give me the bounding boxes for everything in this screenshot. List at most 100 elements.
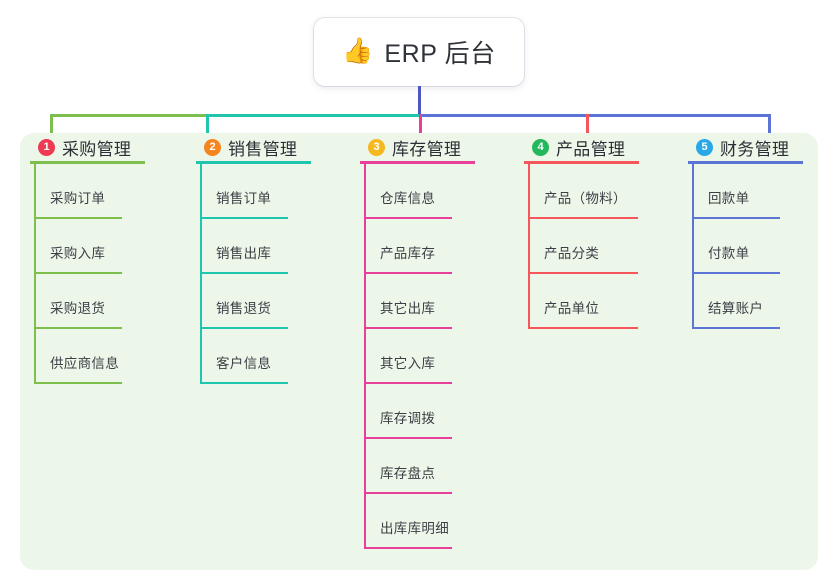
module-item-label: 回款单 — [708, 191, 750, 206]
module-item-label: 销售订单 — [216, 191, 272, 206]
module-item-label: 其它出库 — [380, 301, 436, 316]
module-number-badge: 2 — [204, 138, 221, 156]
module-item-label: 产品（物料） — [544, 191, 627, 206]
module-item[interactable]: 付款单 — [688, 219, 803, 274]
module-item-rule — [34, 272, 122, 274]
module-item-label: 库存调拨 — [380, 411, 436, 426]
module-item[interactable]: 采购订单 — [30, 164, 145, 219]
module-item-rule — [200, 272, 288, 274]
module-item-label: 仓库信息 — [380, 191, 436, 206]
drop-sales — [206, 114, 209, 143]
module-header-1[interactable]: 1 采购管理 — [30, 133, 145, 161]
module-item-label: 产品单位 — [544, 301, 600, 316]
module-item[interactable]: 产品（物料） — [524, 164, 639, 219]
module-item-label: 产品库存 — [380, 246, 436, 261]
drop-purchase — [50, 114, 53, 143]
module-item-rule — [200, 382, 288, 384]
module-header-4[interactable]: 4 产品管理 — [524, 133, 639, 161]
module-spine — [364, 164, 366, 549]
module-column-2: 2 销售管理销售订单销售出库销售退货客户信息 — [196, 133, 311, 384]
module-number-badge: 4 — [532, 138, 549, 156]
module-item-rule — [692, 272, 780, 274]
module-item-label: 销售出库 — [216, 246, 272, 261]
module-column-3: 3 库存管理仓库信息产品库存其它出库其它入库库存调拨库存盘点出库库明细 — [360, 133, 475, 549]
module-item-rule — [364, 327, 452, 329]
module-title: 采购管理 — [62, 139, 132, 159]
module-item-rule — [364, 382, 452, 384]
module-item-label: 出库库明细 — [380, 521, 449, 536]
module-header-rule — [196, 161, 311, 164]
module-item[interactable]: 其它出库 — [360, 274, 475, 329]
module-item-label: 付款单 — [708, 246, 750, 261]
root-node-title: ERP 后台 — [384, 40, 496, 68]
module-spine — [528, 164, 530, 329]
module-item-rule — [528, 217, 638, 219]
module-item-label: 采购入库 — [50, 246, 106, 261]
module-item-rule — [200, 327, 288, 329]
module-item[interactable]: 仓库信息 — [360, 164, 475, 219]
module-item-rule — [364, 547, 452, 549]
module-item-rule — [34, 217, 122, 219]
module-column-4: 4 产品管理产品（物料） 产品分类产品单位 — [524, 133, 639, 329]
module-spine — [692, 164, 694, 329]
module-item-list: 仓库信息产品库存其它出库其它入库库存调拨库存盘点出库库明细 — [360, 164, 475, 549]
segment-inventory-finance — [419, 114, 770, 117]
module-title: 销售管理 — [228, 139, 298, 159]
module-title: 产品管理 — [556, 139, 626, 159]
module-header-3[interactable]: 3 库存管理 — [360, 133, 475, 161]
module-item[interactable]: 产品单位 — [524, 274, 639, 329]
module-title: 财务管理 — [720, 139, 790, 159]
modules-panel: 1 采购管理采购订单采购入库采购退货供应商信息 2 销售管理销售订单销售出库销售退货客… — [20, 133, 818, 570]
module-spine — [200, 164, 202, 384]
drop-product — [586, 114, 589, 143]
module-item-label: 库存盘点 — [380, 466, 436, 481]
module-item-rule — [528, 327, 638, 329]
thumbs-up-icon: 👍 — [342, 36, 374, 65]
module-item-list: 回款单付款单结算账户 — [688, 164, 803, 329]
module-item[interactable]: 产品分类 — [524, 219, 639, 274]
module-header-2[interactable]: 2 销售管理 — [196, 133, 311, 161]
module-item[interactable]: 销售订单 — [196, 164, 311, 219]
module-item[interactable]: 供应商信息 — [30, 329, 145, 384]
module-item-label: 采购退货 — [50, 301, 106, 316]
module-item-list: 产品（物料） 产品分类产品单位 — [524, 164, 639, 329]
drop-finance — [768, 114, 771, 143]
module-item-label: 产品分类 — [544, 246, 600, 261]
module-item-rule — [364, 272, 452, 274]
module-number-badge: 3 — [368, 138, 385, 156]
root-node-card[interactable]: 👍 ERP 后台 — [314, 18, 524, 86]
segment-sales — [207, 114, 419, 117]
module-item-label: 结算账户 — [708, 301, 764, 316]
module-item-list: 采购订单采购入库采购退货供应商信息 — [30, 164, 145, 384]
module-item[interactable]: 库存盘点 — [360, 439, 475, 494]
module-item-rule — [34, 327, 122, 329]
module-header-rule — [688, 161, 803, 164]
module-item[interactable]: 库存调拨 — [360, 384, 475, 439]
module-item[interactable]: 产品库存 — [360, 219, 475, 274]
module-item[interactable]: 结算账户 — [688, 274, 803, 329]
module-item[interactable]: 销售出库 — [196, 219, 311, 274]
module-item[interactable]: 采购退货 — [30, 274, 145, 329]
module-title: 库存管理 — [392, 139, 462, 159]
module-item[interactable]: 出库库明细 — [360, 494, 475, 549]
module-item-label: 客户信息 — [216, 356, 272, 371]
module-header-rule — [524, 161, 639, 164]
module-item-label: 供应商信息 — [50, 356, 119, 371]
module-item-label: 采购订单 — [50, 191, 106, 206]
module-item-rule — [364, 437, 452, 439]
module-item-rule — [528, 272, 638, 274]
module-item[interactable]: 回款单 — [688, 164, 803, 219]
module-item[interactable]: 销售退货 — [196, 274, 311, 329]
module-item[interactable]: 采购入库 — [30, 219, 145, 274]
module-item-rule — [364, 492, 452, 494]
trunk-connector — [418, 86, 421, 116]
module-header-rule — [360, 161, 475, 164]
module-column-1: 1 采购管理采购订单采购入库采购退货供应商信息 — [30, 133, 145, 384]
module-number-badge: 1 — [38, 138, 55, 156]
module-item-rule — [692, 327, 780, 329]
module-item[interactable]: 其它入库 — [360, 329, 475, 384]
module-item[interactable]: 客户信息 — [196, 329, 311, 384]
